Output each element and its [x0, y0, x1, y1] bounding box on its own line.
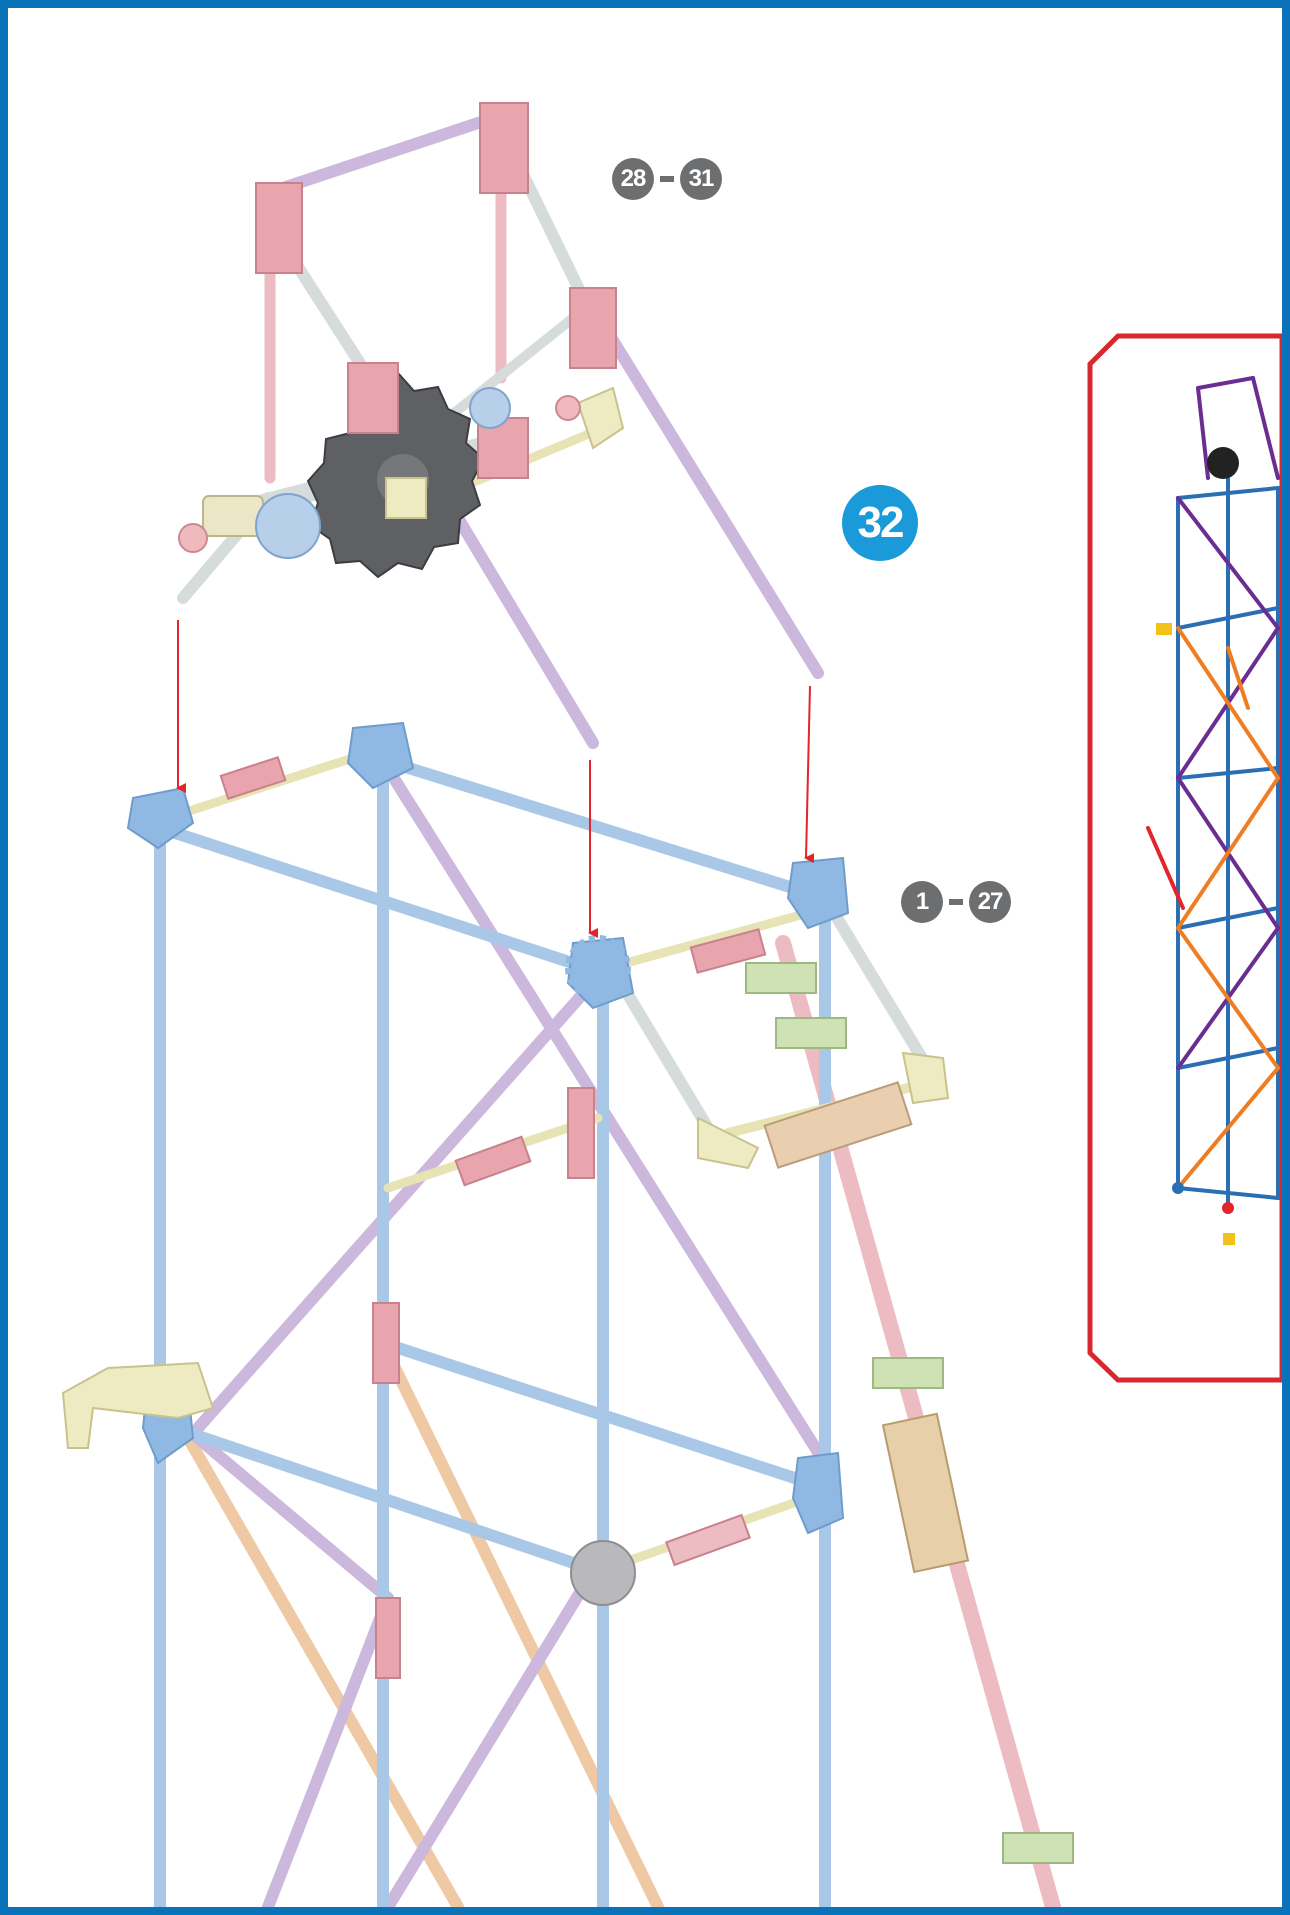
tower-diagonals [162, 747, 1061, 1907]
arrow-down-icon [804, 685, 815, 864]
tower-connectors [61, 721, 1074, 1864]
gear-icon [1207, 447, 1239, 479]
main-assembly-range: 1 27 [901, 881, 1011, 923]
connector-icon [61, 721, 1074, 1864]
completed-model-inset [1087, 333, 1282, 1383]
range-start: 28 [612, 158, 654, 200]
instruction-page: 28 31 32 1 27 [8, 8, 1282, 1907]
top-sub-assembly [177, 102, 824, 749]
sub-assembly-range: 28 31 [612, 158, 722, 200]
range-dash [660, 176, 674, 182]
range-end: 31 [680, 158, 722, 200]
placement-arrows [176, 620, 815, 938]
assembly-illustration [61, 102, 1282, 1907]
range-dash [949, 899, 963, 905]
inset-tower [1146, 376, 1280, 1210]
step-number-badge: 32 [842, 485, 918, 561]
range-start: 1 [901, 881, 943, 923]
range-end: 27 [969, 881, 1011, 923]
